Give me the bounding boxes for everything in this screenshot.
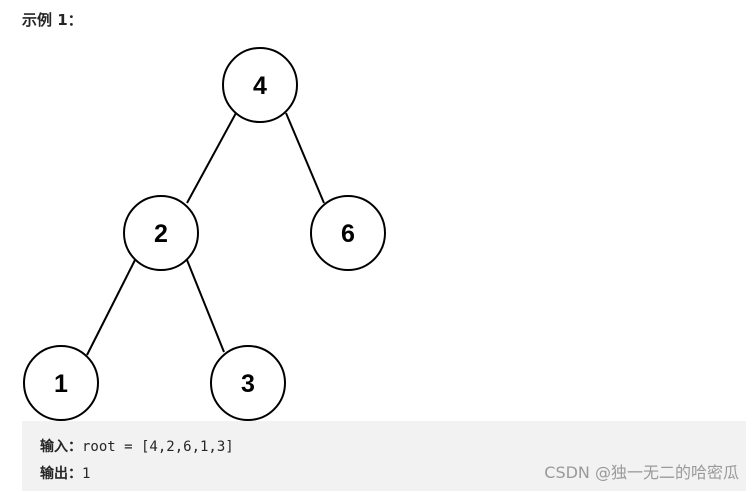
input-value: root = [4,2,6,1,3]	[82, 439, 234, 455]
tree-node-label: 2	[154, 220, 168, 248]
example-title: 示例 1：	[22, 11, 83, 29]
tree-edge-4-6	[285, 112, 325, 204]
binary-tree-diagram: 4 2 6 1 3	[23, 47, 386, 421]
tree-node-label: 6	[341, 220, 355, 248]
example-io-box: 输入：root = [4,2,6,1,3] 输出：1	[22, 421, 746, 491]
tree-edge-2-1	[86, 259, 136, 356]
tree-node-left-right: 3	[210, 345, 286, 421]
tree-node-left: 2	[123, 195, 199, 271]
tree-edge-2-3	[186, 259, 225, 353]
tree-node-label: 1	[54, 370, 68, 398]
input-label: 输入：	[40, 439, 82, 455]
output-line: 输出：1	[40, 464, 90, 484]
tree-node-root: 4	[222, 47, 298, 123]
tree-node-left-left: 1	[23, 345, 99, 421]
output-value: 1	[82, 466, 91, 482]
output-label: 输出：	[40, 466, 82, 482]
tree-node-right: 6	[310, 195, 386, 271]
csdn-watermark: CSDN @独一无二的哈密瓜	[544, 463, 739, 482]
tree-node-label: 4	[253, 72, 267, 100]
tree-node-label: 3	[241, 370, 255, 398]
tree-edge-4-2	[186, 112, 237, 204]
input-line: 输入：root = [4,2,6,1,3]	[40, 437, 234, 457]
